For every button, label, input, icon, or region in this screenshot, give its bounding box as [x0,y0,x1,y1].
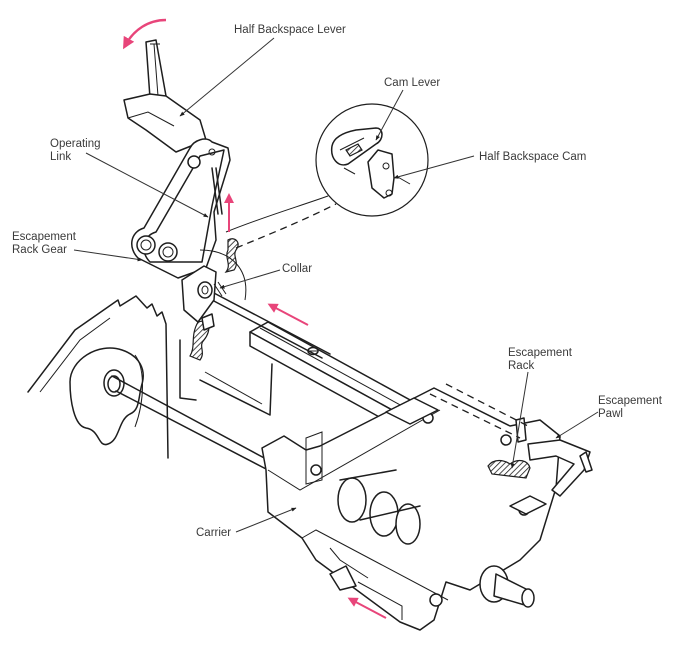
leader-escapement-rack-gear [73,249,143,262]
motion-arrows [123,18,387,619]
label-escapement-pawl-line2: Pawl [598,408,623,420]
cam-detail-inset [315,103,429,217]
shaft-shift-arrow [267,303,309,326]
leader-lines [73,37,599,533]
label-escapement-rack-gear-line2: Rack Gear [12,244,67,256]
label-escapement-rack-line2: Rack [508,360,534,372]
lever-rotation-arrow [123,18,167,50]
label-half-backspace-cam: Half Backspace Cam [479,151,586,163]
label-carrier: Carrier [196,527,231,539]
carrier-body [261,383,593,631]
callout-labels: Half Backspace Lever Cam Lever Operating… [12,24,663,539]
leader-half-backspace-cam [393,155,475,179]
frame-casting [27,295,273,459]
leader-escapement-pawl [555,411,599,439]
leader-half-backspace-lever [179,37,275,117]
label-half-backspace-lever: Half Backspace Lever [234,24,346,36]
label-operating-link-line2: Link [50,151,71,163]
label-escapement-rack-line1: Escapement [508,347,573,359]
leader-cam-lever [375,89,404,141]
label-escapement-rack-gear-line1: Escapement [12,231,77,243]
leader-collar [219,269,281,289]
leader-escapement-rack [510,371,529,469]
leader-operating-link [85,152,209,218]
cable-line [225,195,329,233]
half-backspace-lever-part [123,39,207,153]
label-operating-link-line1: Operating [50,138,101,150]
carrier-shift-arrow [347,597,387,619]
operating-link-part [131,138,239,279]
label-collar: Collar [282,263,312,275]
dashed-projection [235,203,337,249]
leader-carrier [235,507,297,533]
main-shaft [103,369,269,471]
label-cam-lever: Cam Lever [384,77,440,89]
label-escapement-pawl-line1: Escapement [598,395,663,407]
collar-part [181,249,247,331]
